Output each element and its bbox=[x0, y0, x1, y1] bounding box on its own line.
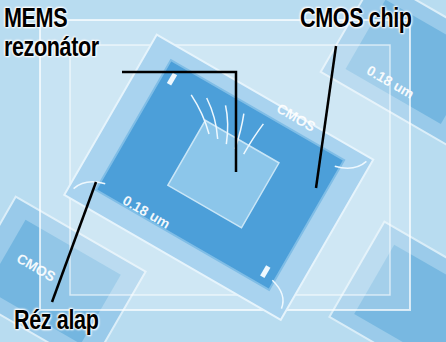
part-label: Réz alap bbox=[14, 306, 98, 335]
leader-line bbox=[52, 46, 336, 302]
part-label: MEMS rezonátor bbox=[4, 4, 116, 62]
part-label: CMOS chip bbox=[300, 4, 412, 33]
